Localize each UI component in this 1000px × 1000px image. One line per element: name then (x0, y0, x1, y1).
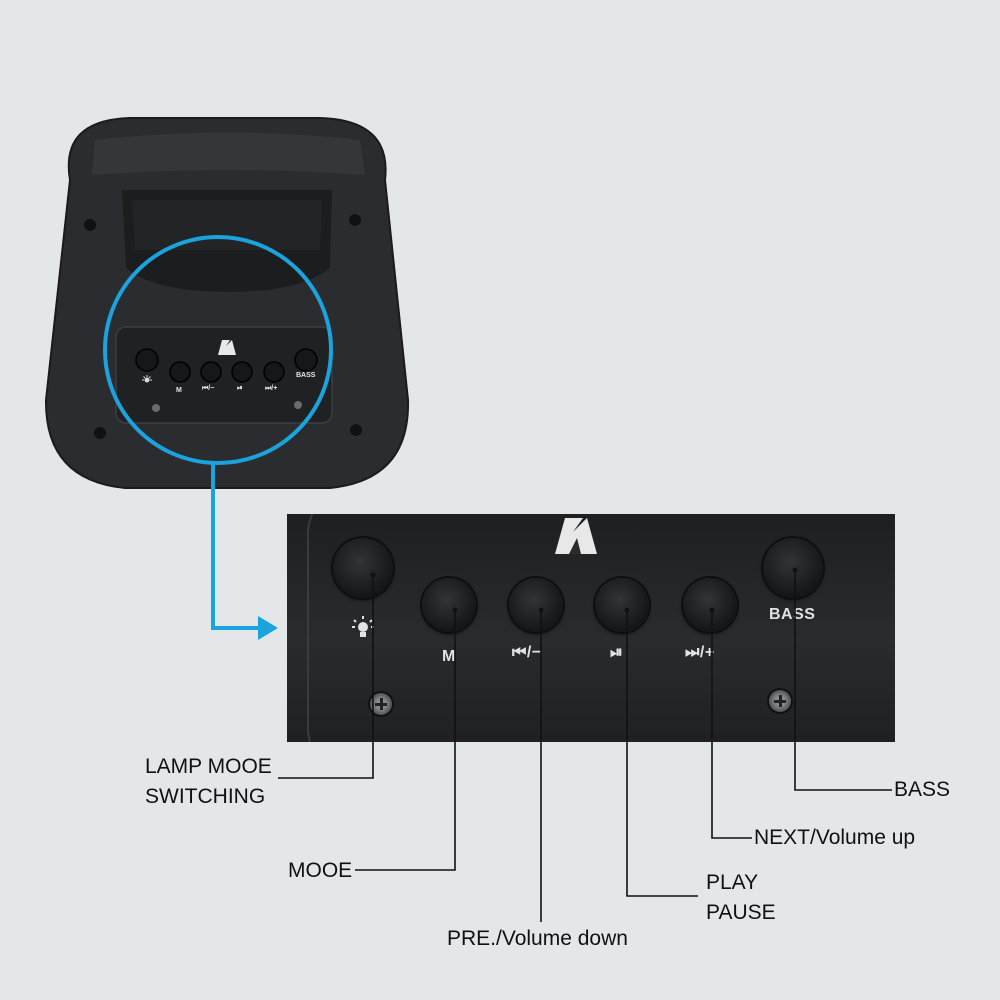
mode-button[interactable] (422, 578, 476, 632)
zoom-label-next: ⏭/+ (685, 644, 715, 661)
callout-play-line1: PLAY (706, 871, 759, 894)
leader-mode (355, 610, 456, 871)
mini-label-bass: BASS (296, 372, 316, 379)
callout-lamp-line1: LAMP MOOE (145, 755, 272, 778)
screw-icon (370, 693, 392, 715)
connector-line (211, 462, 262, 630)
prev-volume-down-button[interactable] (509, 578, 563, 632)
mini-label-m: M (176, 387, 182, 394)
callout-lamp-line2: SWITCHING (145, 785, 266, 808)
leader-next (711, 610, 752, 839)
zoom-label-m: M (442, 648, 456, 665)
leader-play (626, 610, 698, 897)
mini-label-prev: ⏮/− (202, 385, 215, 392)
speaker-body-illustration (44, 117, 410, 489)
screw-icon (294, 401, 302, 409)
panel-bezel (307, 514, 895, 742)
mini-prev-button (200, 361, 222, 383)
zoom-label-prev: ⏮/− (512, 644, 542, 661)
callout-prev: PRE./Volume down (447, 927, 628, 950)
mini-lamp-button (135, 348, 159, 372)
callout-bass: BASS (894, 778, 951, 801)
screw-icon (94, 427, 106, 439)
mini-bass-button (294, 348, 318, 372)
mini-label-next: ⏭/+ (265, 385, 278, 392)
screw-icon (152, 404, 160, 412)
screw-icon (769, 690, 791, 712)
lamp-mode-button[interactable] (333, 538, 393, 598)
zoom-label-bass: BASS (769, 606, 816, 623)
mini-play-button (231, 361, 253, 383)
speaker-top-view: M ⏮/− ⏯ ⏭/+ BASS (0, 0, 460, 500)
callout-lamp: LAMP MOOE SWITCHING (145, 752, 272, 812)
mini-mode-button (169, 361, 191, 383)
zoomed-control-panel: M ⏮/− ⏯ ⏭/+ BASS (287, 514, 895, 742)
screw-icon (349, 214, 361, 226)
lamp-icon (142, 375, 152, 383)
mini-next-button (263, 361, 285, 383)
callout-next: NEXT/Volume up (754, 826, 916, 849)
screw-icon (84, 219, 96, 231)
screw-icon (350, 424, 362, 436)
callout-play: PLAY PAUSE (706, 868, 776, 928)
mini-label-play: ⏯ (237, 385, 243, 392)
next-volume-up-button[interactable] (683, 578, 737, 632)
arrow-right-icon (258, 616, 278, 640)
highlight-circle (103, 235, 333, 465)
leader-bass (794, 570, 892, 791)
callout-play-line2: PAUSE (706, 901, 776, 924)
callout-mode: MOOE (288, 859, 353, 882)
brand-logo-icon (555, 518, 597, 554)
zoom-label-play: ⏯ (610, 644, 624, 661)
bass-button[interactable] (763, 538, 823, 598)
play-pause-button[interactable] (595, 578, 649, 632)
brand-logo-icon (218, 340, 236, 355)
leader-lamp (278, 575, 374, 779)
lamp-icon (352, 616, 374, 637)
